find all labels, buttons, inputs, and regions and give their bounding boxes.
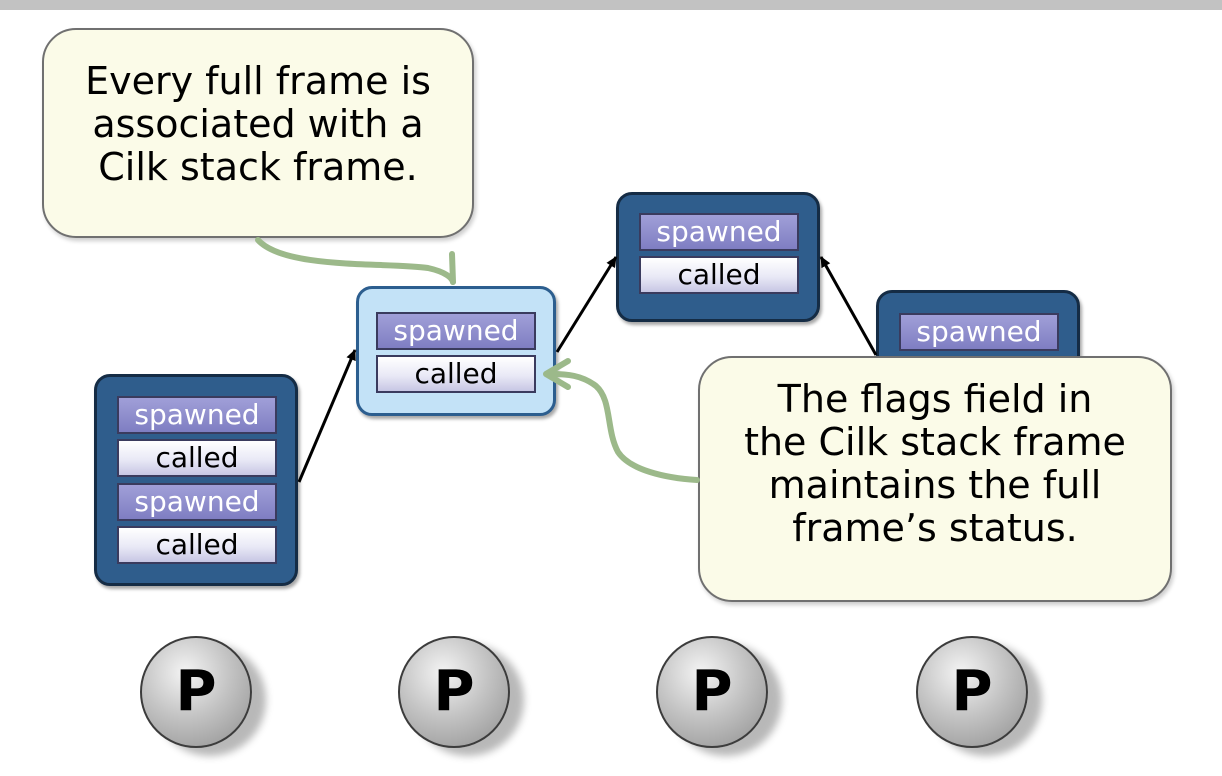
arrow-frame4-to-frame3 bbox=[819, 256, 878, 356]
frame-1-spawned-1: spawned bbox=[117, 396, 277, 434]
connector-top-callout bbox=[255, 237, 456, 285]
callout-flags-field: The flags field in the Cilk stack frame … bbox=[698, 356, 1172, 602]
full-frame-2-highlighted: spawned called bbox=[356, 286, 556, 416]
full-frame-3: spawned called bbox=[616, 192, 820, 322]
callout-bottom-line-2: the Cilk stack frame bbox=[744, 419, 1126, 464]
frame-1-called-2: called bbox=[117, 526, 277, 564]
callout-top-line-3: Cilk stack frame. bbox=[98, 144, 418, 189]
frame-2-spawned: spawned bbox=[376, 312, 536, 350]
frame-2-called: called bbox=[376, 355, 536, 393]
callout-bottom-line-1: The flags field in bbox=[777, 377, 1093, 421]
callout-top-line-2: associated with a bbox=[92, 101, 424, 146]
frame-1-spawned-2: spawned bbox=[117, 483, 277, 521]
processor-1: P bbox=[140, 636, 252, 748]
frame-3-spawned: spawned bbox=[639, 213, 799, 251]
callout-bottom-line-4: frame’s status. bbox=[792, 505, 1078, 550]
connector-bottom-callout bbox=[549, 371, 700, 483]
top-bar bbox=[0, 0, 1222, 10]
frame-1-called-1: called bbox=[117, 439, 277, 477]
arrow-frame2-to-frame3 bbox=[555, 256, 618, 353]
processor-3: P bbox=[656, 636, 768, 748]
frame-4-spawned: spawned bbox=[899, 313, 1059, 351]
callout-bottom-line-3: maintains the full bbox=[768, 462, 1102, 507]
connector-bottom-callout-arrowhead bbox=[543, 358, 571, 390]
arrow-frame1-to-frame2 bbox=[297, 349, 357, 483]
connector-top-callout-tick bbox=[449, 251, 456, 285]
processor-2: P bbox=[398, 636, 510, 748]
processor-4: P bbox=[916, 636, 1028, 748]
full-frame-1: spawned called spawned called bbox=[94, 374, 298, 586]
callout-full-frame-association: Every full frame is associated with a Ci… bbox=[42, 28, 474, 238]
frame-3-called: called bbox=[639, 256, 799, 294]
callout-top-line-1: Every full frame is bbox=[85, 59, 431, 103]
